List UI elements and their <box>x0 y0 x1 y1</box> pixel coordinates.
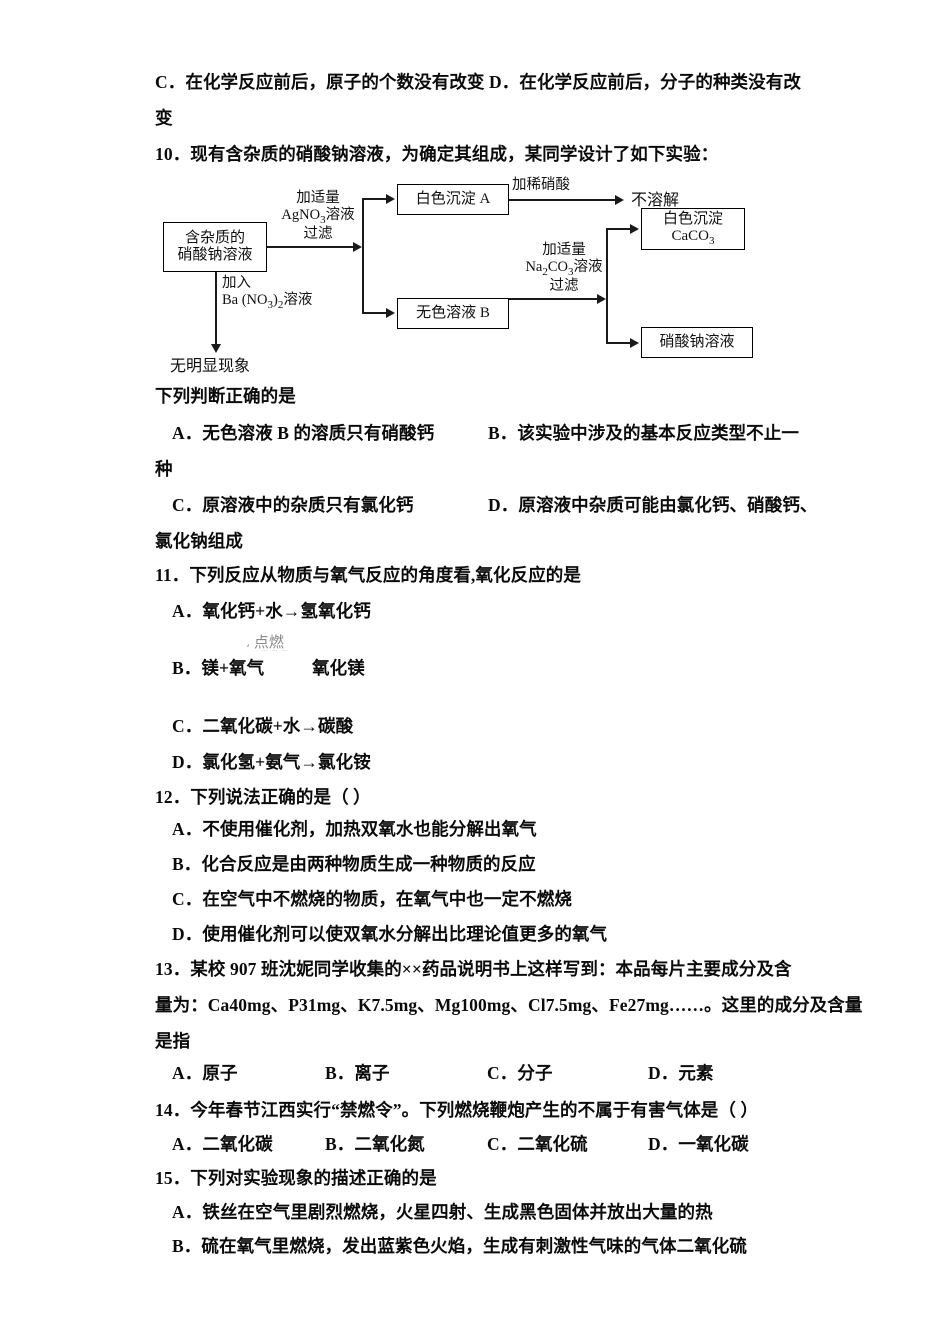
flow-box-nano3-solution-label: 硝酸钠溶液 <box>659 334 735 351</box>
q15-stem: 15．下列对实验现象的描述正确的是 <box>155 1168 437 1188</box>
flow-line-branch2-bottom <box>606 342 634 344</box>
flow-label-na2co3-line1: 加适量 <box>542 242 586 258</box>
q12-option-d: D．使用催化剂可以使双氧水分解出比理论值更多的氧气 <box>172 924 608 944</box>
flow-arrow-to-precipitate-a <box>386 194 395 204</box>
flow-line-main-horizontal <box>267 246 357 248</box>
q11-option-a: A．氧化钙+水→氢氧化钙 <box>172 601 371 621</box>
flow-label-add-ba-no3: 加入 Ba (NO3)2溶液 <box>222 275 312 311</box>
q14-option-b: B．二氧化氮 <box>325 1134 425 1154</box>
q10-stem: 10．现有含杂质的硝酸钠溶液，为确定其组成，某同学设计了如下实验： <box>155 144 719 164</box>
q10-option-b-continuation: 种 <box>155 459 173 479</box>
q14-option-c: C．二氧化硫 <box>487 1134 588 1154</box>
flow-box-caco3-line1: 白色沉淀 <box>662 210 723 227</box>
q15-option-b: B．硫在氧气里燃烧，发出蓝紫色火焰，生成有刺激性气味的气体二氧化硫 <box>172 1236 747 1256</box>
flow-label-na2co3-line3: 过滤 <box>549 278 579 295</box>
q9-option-cd-line: C．在化学反应前后，原子的个数没有改变 D．在化学反应前后，分子的种类没有改 <box>155 72 801 92</box>
flow-arrow-to-nano3-solution <box>630 338 639 348</box>
flow-arrow-to-solution-b <box>386 308 395 318</box>
q11-stem: 11．下列反应从物质与氧气反应的角度看,氧化反应的是 <box>155 565 582 585</box>
flow-line-ba-vertical <box>215 272 217 350</box>
q11-option-b-left: B．镁+氧气 <box>172 658 265 678</box>
flow-arrow-to-split2 <box>597 294 606 304</box>
q13-stem-line2: 量为：Ca40mg、P31mg、K7.5mg、Mg100mg、Cl7.5mg、F… <box>155 995 863 1015</box>
q10-option-d: D．原溶液中杂质可能由氯化钙、硝酸钙、 <box>488 495 818 515</box>
q10-option-a: A．无色溶液 B 的溶质只有硝酸钙 <box>172 423 435 443</box>
flow-box-white-precipitate-caco3: 白色沉淀 CaCO3 <box>641 208 745 250</box>
flow-box-white-precipitate-a: 白色沉淀 A <box>397 184 509 215</box>
flow-label-na2co3-line2: Na2CO3溶液 <box>525 258 603 278</box>
flow-box-white-precipitate-a-label: 白色沉淀 A <box>415 191 491 208</box>
flow-label-ba-formula: Ba (NO3)2溶液 <box>222 291 313 311</box>
q11-option-c: C．二氧化碳+水→碳酸 <box>172 716 354 736</box>
q9-option-d-continuation: 变 <box>155 108 173 128</box>
q13-stem-line3: 是指 <box>155 1031 191 1051</box>
flow-box-colorless-solution-b: 无色溶液 B <box>397 298 509 329</box>
ignition-underline-decoration: ﹉﹉﹉ <box>260 650 291 660</box>
q10-prompt: 下列判断正确的是 <box>155 386 296 406</box>
ignition-label: 点燃 <box>253 635 284 651</box>
flow-label-agno3: 加适量 AgNO3溶液 过滤 <box>268 190 368 243</box>
flow-label-na2co3: 加适量 Na2CO3溶液 过滤 <box>510 242 618 295</box>
q12-option-b: B．化合反应是由两种物质生成一种物质的反应 <box>172 854 536 874</box>
flow-line-branch-top <box>362 198 390 200</box>
q14-option-d: D．一氧化碳 <box>648 1134 749 1154</box>
q10-option-b: B．该实验中涉及的基本反应类型不止一 <box>488 423 799 443</box>
flow-arrow-to-split <box>353 242 362 252</box>
flow-line-split-vertical <box>362 198 364 314</box>
flow-box-impure-nano3-line1: 含杂质的 <box>184 230 245 247</box>
ignition-dot-icon: ، <box>246 636 250 650</box>
q11-option-b-right: 氧化镁 <box>312 658 365 678</box>
q13-stem-line1: 13．某校 907 班沈妮同学收集的××药品说明书上这样写到：本品每片主要成分及… <box>155 959 792 979</box>
q13-option-c: C．分子 <box>487 1063 553 1083</box>
flow-label-add-line1: 加入 <box>222 275 251 291</box>
q12-option-a: A．不使用催化剂，加热双氧水也能分解出氧气 <box>172 819 537 839</box>
q14-stem: 14．今年春节江西实行“禁燃令”。下列燃烧鞭炮产生的不属于有害气体是（ ） <box>155 1100 759 1120</box>
flow-line-b-to-split2 <box>509 298 601 300</box>
q12-option-c: C．在空气中不燃烧的物质，在氧气中也一定不燃烧 <box>172 889 572 909</box>
flow-arrow-to-caco3 <box>630 224 639 234</box>
q12-stem: 12．下列说法正确的是（ ） <box>155 787 371 807</box>
q10-option-d-continuation: 氯化钠组成 <box>155 531 243 551</box>
q11-option-d: D．氯化氢+氨气→氯化铵 <box>172 752 371 772</box>
q13-option-d: D．元素 <box>648 1063 714 1083</box>
flow-result-no-phenomenon: 无明显现象 <box>170 358 251 375</box>
flow-result-insoluble: 不溶解 <box>631 192 680 209</box>
flow-line-branch2-top <box>606 228 634 230</box>
q11-ignition-condition: ،点燃 ﹉﹉﹉ <box>246 631 290 661</box>
flow-box-impure-nano3: 含杂质的 硝酸钠溶液 <box>163 222 267 272</box>
q10-option-c: C．原溶液中的杂质只有氯化钙 <box>172 495 414 515</box>
flow-label-agno3-line2: AgNO3溶液 <box>281 206 355 226</box>
q13-option-b: B．离子 <box>325 1063 390 1083</box>
q13-option-a: A．原子 <box>172 1063 238 1083</box>
flow-box-impure-nano3-line2: 硝酸钠溶液 <box>177 247 253 263</box>
flow-label-agno3-line3: 过滤 <box>303 226 333 243</box>
flow-box-nano3-solution: 硝酸钠溶液 <box>641 327 753 358</box>
q15-option-a: A．铁丝在空气里剧烈燃烧，火星四射、生成黑色固体并放出大量的热 <box>172 1202 713 1222</box>
flow-line-branch-bottom <box>362 312 390 314</box>
flow-arrow-to-insoluble <box>615 195 624 205</box>
flow-label-agno3-line1: 加适量 <box>296 190 340 206</box>
q10-experiment-flowchart: 含杂质的 硝酸钠溶液 加适量 AgNO3溶液 过滤 白色沉淀 A 无色溶液 B … <box>150 172 800 377</box>
flow-line-split2-vertical <box>606 228 608 344</box>
flow-box-colorless-solution-b-label: 无色溶液 B <box>416 305 490 322</box>
flow-box-caco3-formula: CaCO3 <box>671 227 715 247</box>
flow-label-dilute-nitric-acid: 加稀硝酸 <box>512 177 570 193</box>
flow-line-dilute-acid <box>509 199 619 201</box>
q14-option-a: A．二氧化碳 <box>172 1134 273 1154</box>
flow-arrow-to-no-phenomenon <box>211 344 221 353</box>
